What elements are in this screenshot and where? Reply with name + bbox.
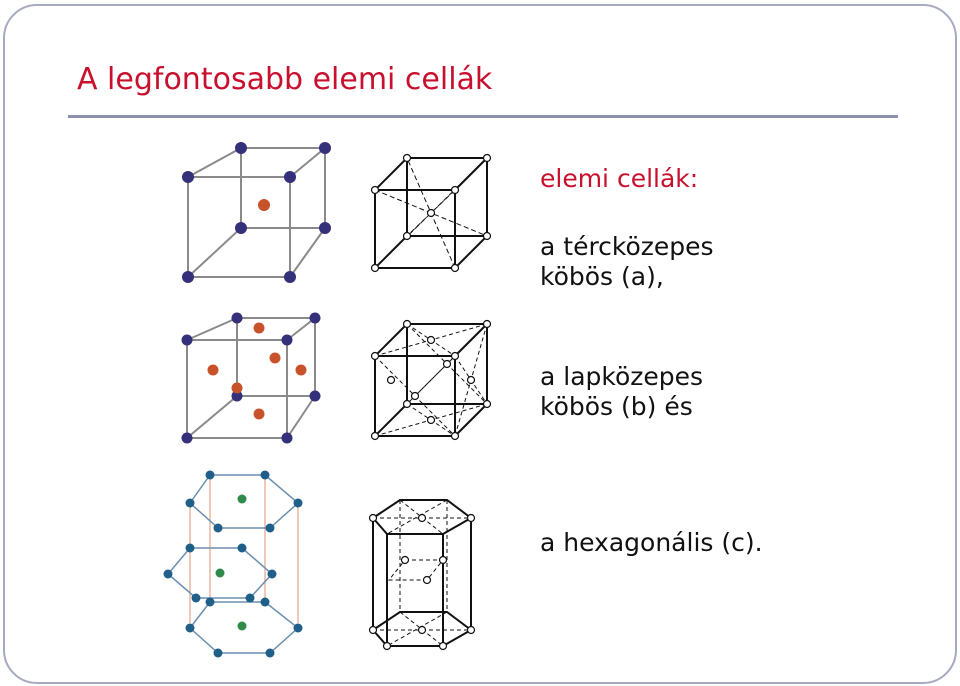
bcc-ball-model [182,142,331,283]
fcc-ball-model [181,312,321,444]
hcp-line-model [368,499,476,651]
title-divider [68,115,898,118]
item-hex-line1: a hexagonális (c). [540,528,763,557]
item-fcc-line2: köbös (b) és [540,392,693,421]
slide-title: A legfontosabb elemi cellák [77,62,493,97]
cells-heading: elemi cellák: [540,164,699,193]
fcc-line-model [370,319,492,441]
hcp-ball-model [163,470,303,658]
item-bcc-line2: köbös (a), [540,262,664,291]
item-fcc-line1: a lapközepes [540,362,704,391]
item-bcc-line1: a tércközepes [540,232,714,261]
bcc-line-model [370,153,492,273]
